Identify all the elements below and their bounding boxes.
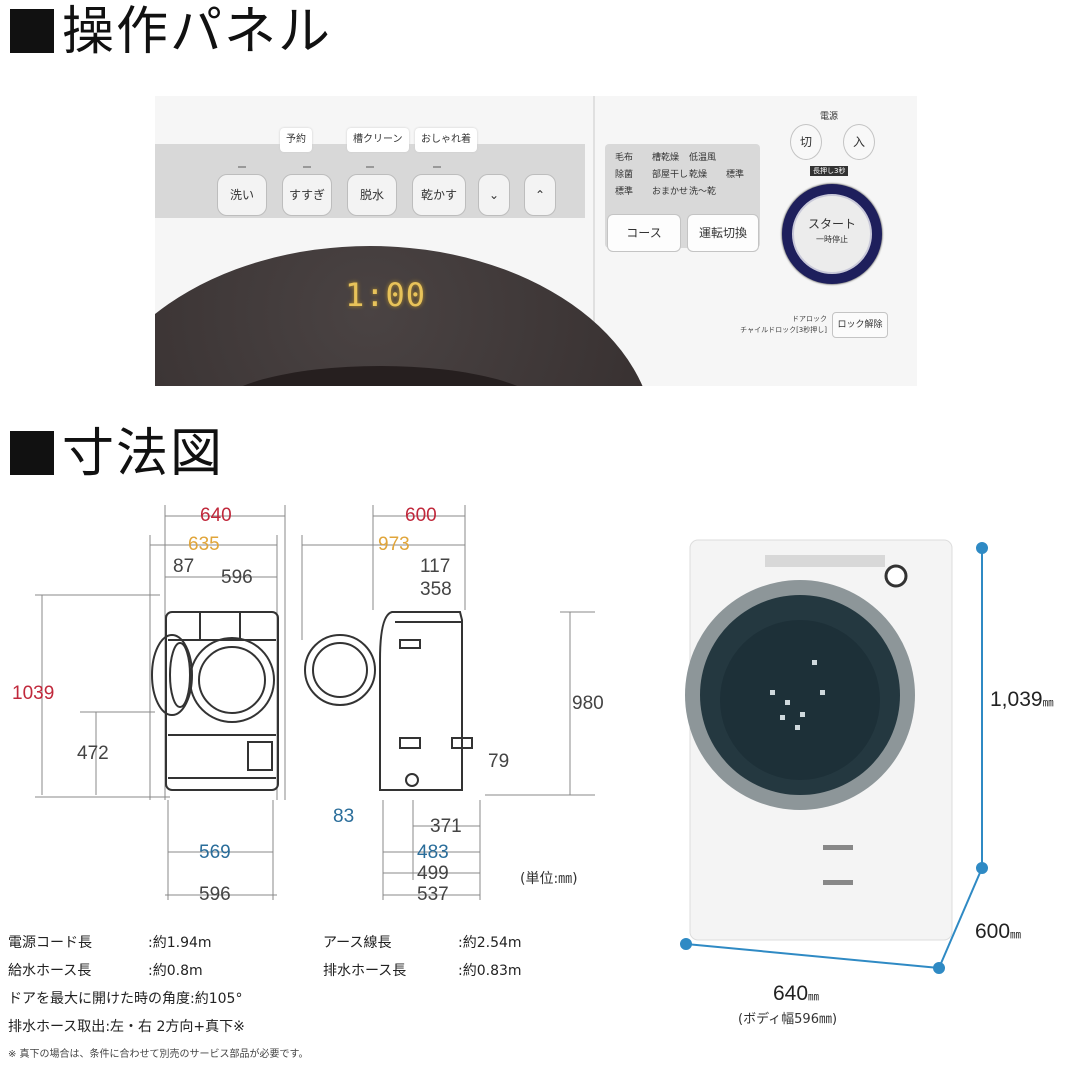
course-item: おまかせ [652,187,689,197]
up-button[interactable]: ⌃ [524,174,556,216]
panel-heading-text: 操作パネル [62,2,333,62]
course-item: 槽乾燥 [652,153,680,163]
long-press-badge: 長押し3秒 [810,166,849,176]
course-item: 低温風 [689,153,717,163]
tub-clean-label: 槽クリーン [347,128,409,152]
time-display: 1:00 [345,276,427,314]
panel-heading: 操作パネル [10,2,332,62]
spec-value: :約2.54m [458,935,522,951]
spec-value: :約0.83m [458,963,522,979]
dim-body-width-bottom: 596 [199,884,231,905]
square-bullet-icon [10,431,54,475]
lock-label: ドアロック チャイルドロック[3秒押し] [715,314,827,336]
rinse-button[interactable]: すすぎ [282,174,332,216]
led-indicator [238,166,246,168]
dim-foot-depth-3: 499 [417,863,449,884]
spin-button[interactable]: 脱水 [347,174,397,216]
start-button-label: スタート 一時停止 [792,216,872,248]
course-list: 毛布槽乾燥低温風 除菌部屋干し乾燥標準 標準おまかせ洗～乾 [615,150,765,201]
spec-label: 電源コード長 [8,935,92,951]
dim-foot-depth-4: 537 [417,884,449,905]
delicate-label: おしゃれ着 [415,128,477,152]
dim-foot-depth-1: 371 [430,816,462,837]
dimension-heading: 寸法図 [10,424,224,484]
led-indicator [433,166,441,168]
door-lock-label: ドアロック [792,315,827,323]
dim-height: 1039 [12,683,55,704]
spec-row: ドアを最大に開けた時の角度:約105° [8,985,522,1013]
photo-height-label: 1,039㎜ [990,688,1054,712]
course-item: 除菌 [615,170,634,180]
dry-button[interactable]: 乾かす [412,174,466,216]
dim-foot-width: 569 [199,842,231,863]
dim-width-with-knob: 635 [188,534,220,555]
spec-value: :約1.94m [148,935,212,951]
dim-foot-depth-2: 483 [417,842,449,863]
lock-release-button[interactable]: ロック解除 [832,312,888,338]
spec-row: 排水ホース取出:左・右 2方向+真下※ [8,1013,522,1041]
control-panel-image: 1:00 予約 槽クリーン おしゃれ着 洗い すすぎ 脱水 乾かす ⌄ ⌃ 毛布… [155,96,917,386]
photo-width-label: 640㎜ [773,982,819,1006]
course-button[interactable]: コース [607,214,681,252]
spec-value: :約0.8m [148,963,203,979]
spec-value: :左・右 2方向+真下※ [105,1019,245,1035]
spec-label: ドアを最大に開けた時の角度 [8,991,190,1007]
chevron-down-icon: ⌄ [488,188,500,202]
dim-bottom-clearance: 79 [488,751,510,772]
course-item: 乾燥 [689,170,708,180]
footnote: ※ 真下の場合は、条件に合わせて別売のサービス部品が必要です。 [8,1049,309,1060]
dim-depth-door-open: 973 [378,534,410,555]
dim-foot-height: 83 [333,806,355,827]
spec-label: 排水ホース取出 [8,1019,106,1035]
photo-depth-label: 600㎜ [975,920,1021,944]
dimension-heading-text: 寸法図 [62,424,225,484]
dim-depth: 600 [405,505,437,526]
chevron-up-icon: ⌃ [534,188,546,202]
pause-label: 一時停止 [816,235,848,244]
spec-label: 排水ホース長 [323,963,407,979]
spec-list: 電源コード長 :約1.94m アース線長 :約2.54m 給水ホース長 :約0.8m 排水… [8,929,522,1069]
body-width-note: (ボディ幅596㎜) [738,1012,838,1027]
height-value: 1,039 [990,688,1043,711]
mode-switch-button[interactable]: 運転切換 [687,214,759,252]
wash-button[interactable]: 洗い [217,174,267,216]
depth-unit: ㎜ [1010,929,1022,941]
unit-label: (単位:㎜) [520,871,578,887]
spec-label: アース線長 [323,935,392,951]
led-indicator [303,166,311,168]
depth-value: 600 [975,920,1011,943]
spec-row: 給水ホース長 :約0.8m 排水ホース長 :約0.83m [8,957,522,985]
led-indicator [366,166,374,168]
course-item: 標準 [615,187,634,197]
power-off-button[interactable]: 切 [790,124,822,160]
dim-offset: 87 [173,556,195,577]
start-button[interactable] [792,194,872,274]
course-item: 標準 [726,170,745,180]
spec-label: 給水ホース長 [8,963,92,979]
width-value: 640 [773,982,809,1005]
dim-top-offset-2: 358 [420,579,452,600]
width-unit: ㎜ [808,991,820,1003]
course-item: 部屋干し [652,170,689,180]
square-bullet-icon [10,9,54,53]
course-item: 毛布 [615,153,634,163]
dim-body-width-top: 596 [221,567,253,588]
power-label: 電源 [820,112,839,122]
start-label: スタート [807,217,856,231]
dim-overall-width: 640 [200,505,232,526]
panel-divider [593,96,595,386]
spec-row: 電源コード長 :約1.94m アース線長 :約2.54m [8,929,522,957]
reserve-label: 予約 [280,128,312,152]
dim-top-offset-1: 117 [420,556,451,577]
course-item: 洗～乾 [689,187,717,197]
dim-door-height: 472 [77,743,109,764]
height-unit: ㎜ [1042,697,1054,709]
child-lock-label: チャイルドロック[3秒押し] [740,326,827,334]
power-on-button[interactable]: 入 [843,124,875,160]
dim-body-height: 980 [572,693,604,714]
spec-value: :約105° [190,991,243,1007]
down-button[interactable]: ⌄ [478,174,510,216]
